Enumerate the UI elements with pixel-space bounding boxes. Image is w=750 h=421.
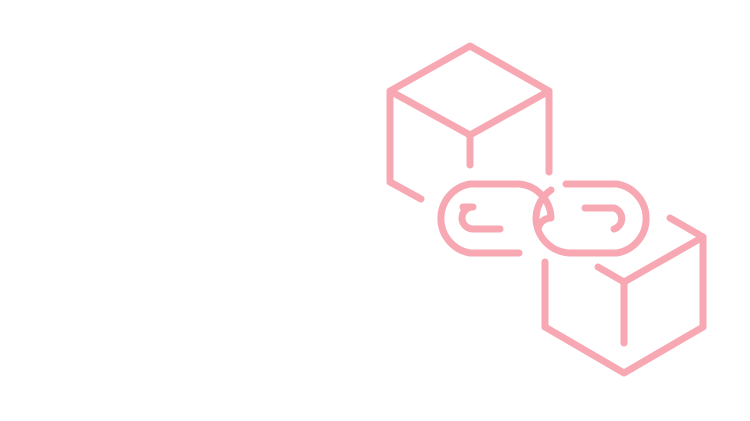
bottom-cube-bottom-edge [541,214,707,377]
bottom-cube-top-right-edge [620,233,707,286]
chain-link-right-outer [532,180,650,257]
chain-link-left-icon [437,180,523,257]
chain-link-left-outer [437,180,523,257]
chain-link-right-inner [581,204,626,233]
chain-link-right-icon [515,180,650,257]
top-cube-top-face [386,42,553,139]
chain-link-left-joint [515,180,555,234]
bottom-cube-icon [541,214,707,377]
top-cube-icon [386,42,553,203]
bottom-cube-top-left-edge [594,263,628,286]
top-cube-bottom-left-edge [386,178,425,203]
